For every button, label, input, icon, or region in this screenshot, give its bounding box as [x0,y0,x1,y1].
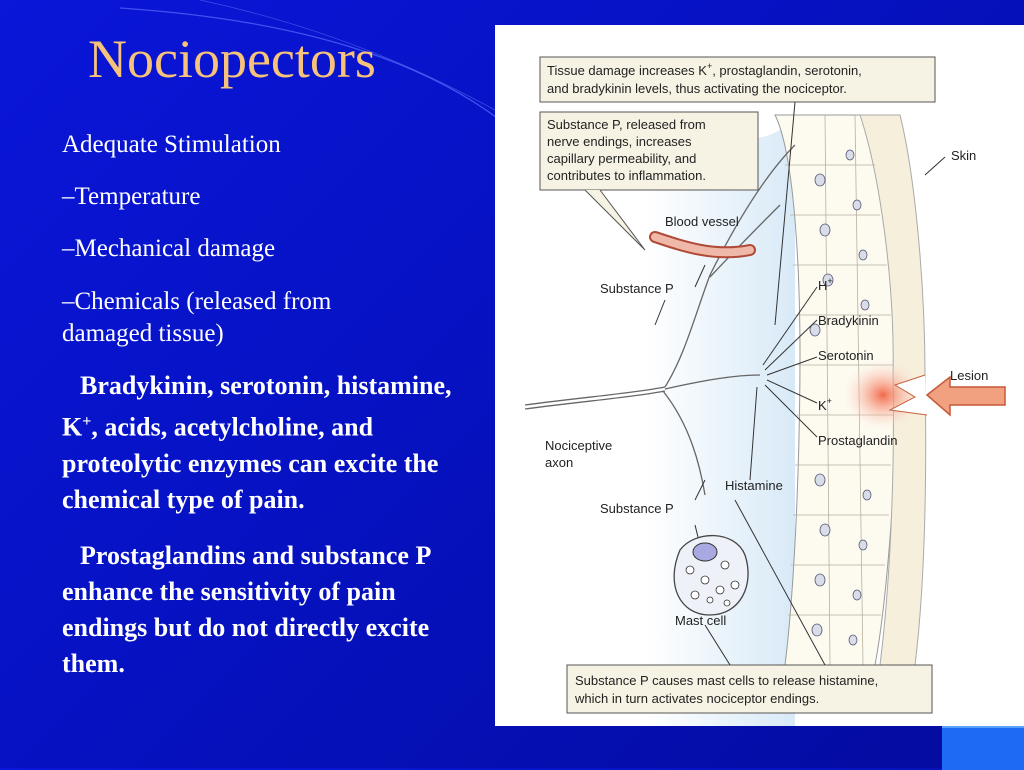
mast-cell [673,534,749,616]
label-prostaglandin: Prostaglandin [818,433,898,448]
top-box-line-2: and bradykinin levels, thus activating t… [547,81,847,96]
lesion-cut [888,374,928,416]
converging-arrows [694,286,818,546]
label-substance-p-bottom: Substance P [600,501,674,516]
label-bradykinin: Bradykinin [818,313,879,328]
label-nociceptive-axon-2: axon [545,455,573,470]
nociceptor-diagram: Lesion Skin Nociceptive axon Blood vesse… [524,56,1006,726]
label-nociceptive-axon-1: Nociceptive [545,438,612,453]
chem-para-prefix: Bradykinin, serotonin, histamine, K [62,371,452,442]
nociceptive-axon [524,144,796,496]
label-substance-p-top: Substance P [600,281,674,296]
heading-adequate-stimulation: Adequate Stimulation [62,131,281,158]
sub-p-box-line-4: contributes to inflammation. [547,168,706,183]
label-serotonin: Serotonin [818,348,874,363]
item-chemicals: –Chemicals (released from damaged tissue… [62,288,332,347]
chemical-labels: H+ Bradykinin Serotonin K+ Prostaglandin… [725,276,898,493]
cell-nuclei [809,149,872,646]
chem-para-suffix: , acids, acetylcholine, and proteolytic … [62,412,439,514]
substance-p-callout-box [539,111,759,191]
nociceptor-figure: Lesion Skin Nociceptive axon Blood vesse… [495,25,1024,726]
chem-para-sup: + [82,413,92,430]
label-skin: Skin [951,148,976,163]
item-mechanical-damage: –Mechanical damage [62,235,276,262]
left-text-column: Adequate Stimulation –Temperature –Mecha… [62,130,492,702]
prostaglandin-paragraph: Prostaglandins and substance P enhance t… [62,540,430,678]
lesion-arrow [925,375,1006,417]
label-k-plus: K+ [818,396,832,413]
label-lesion: Lesion [950,368,988,383]
top-box-line-1: Tissue damage increases K+, prostaglandi… [547,61,862,78]
bottom-box-line-1: Substance P causes mast cells to release… [575,673,878,688]
tissue-region [645,115,795,726]
sub-p-box-line-3: capillary permeability, and [547,151,696,166]
bottom-callout-box [566,664,933,714]
bottom-box-line-2: which in turn activates nociceptor endin… [574,691,819,706]
label-blood-vessel: Blood vessel [665,214,739,229]
label-histamine: Histamine [725,478,783,493]
lesion-glow [843,360,923,430]
item-temperature: –Temperature [62,183,201,210]
sub-p-box-line-2: nerve endings, increases [547,134,692,149]
corner-decoration [942,726,1024,770]
chemical-pain-paragraph: Bradykinin, serotonin, histamine, K+, ac… [62,368,492,518]
slide-title: Nociopectors [88,29,376,89]
label-h-plus: H+ [818,276,833,293]
label-mast-cell: Mast cell [675,613,726,628]
top-callout-box [539,56,936,103]
skin-pointer [924,156,946,176]
sub-p-box-line-1: Substance P, released from [547,117,706,132]
